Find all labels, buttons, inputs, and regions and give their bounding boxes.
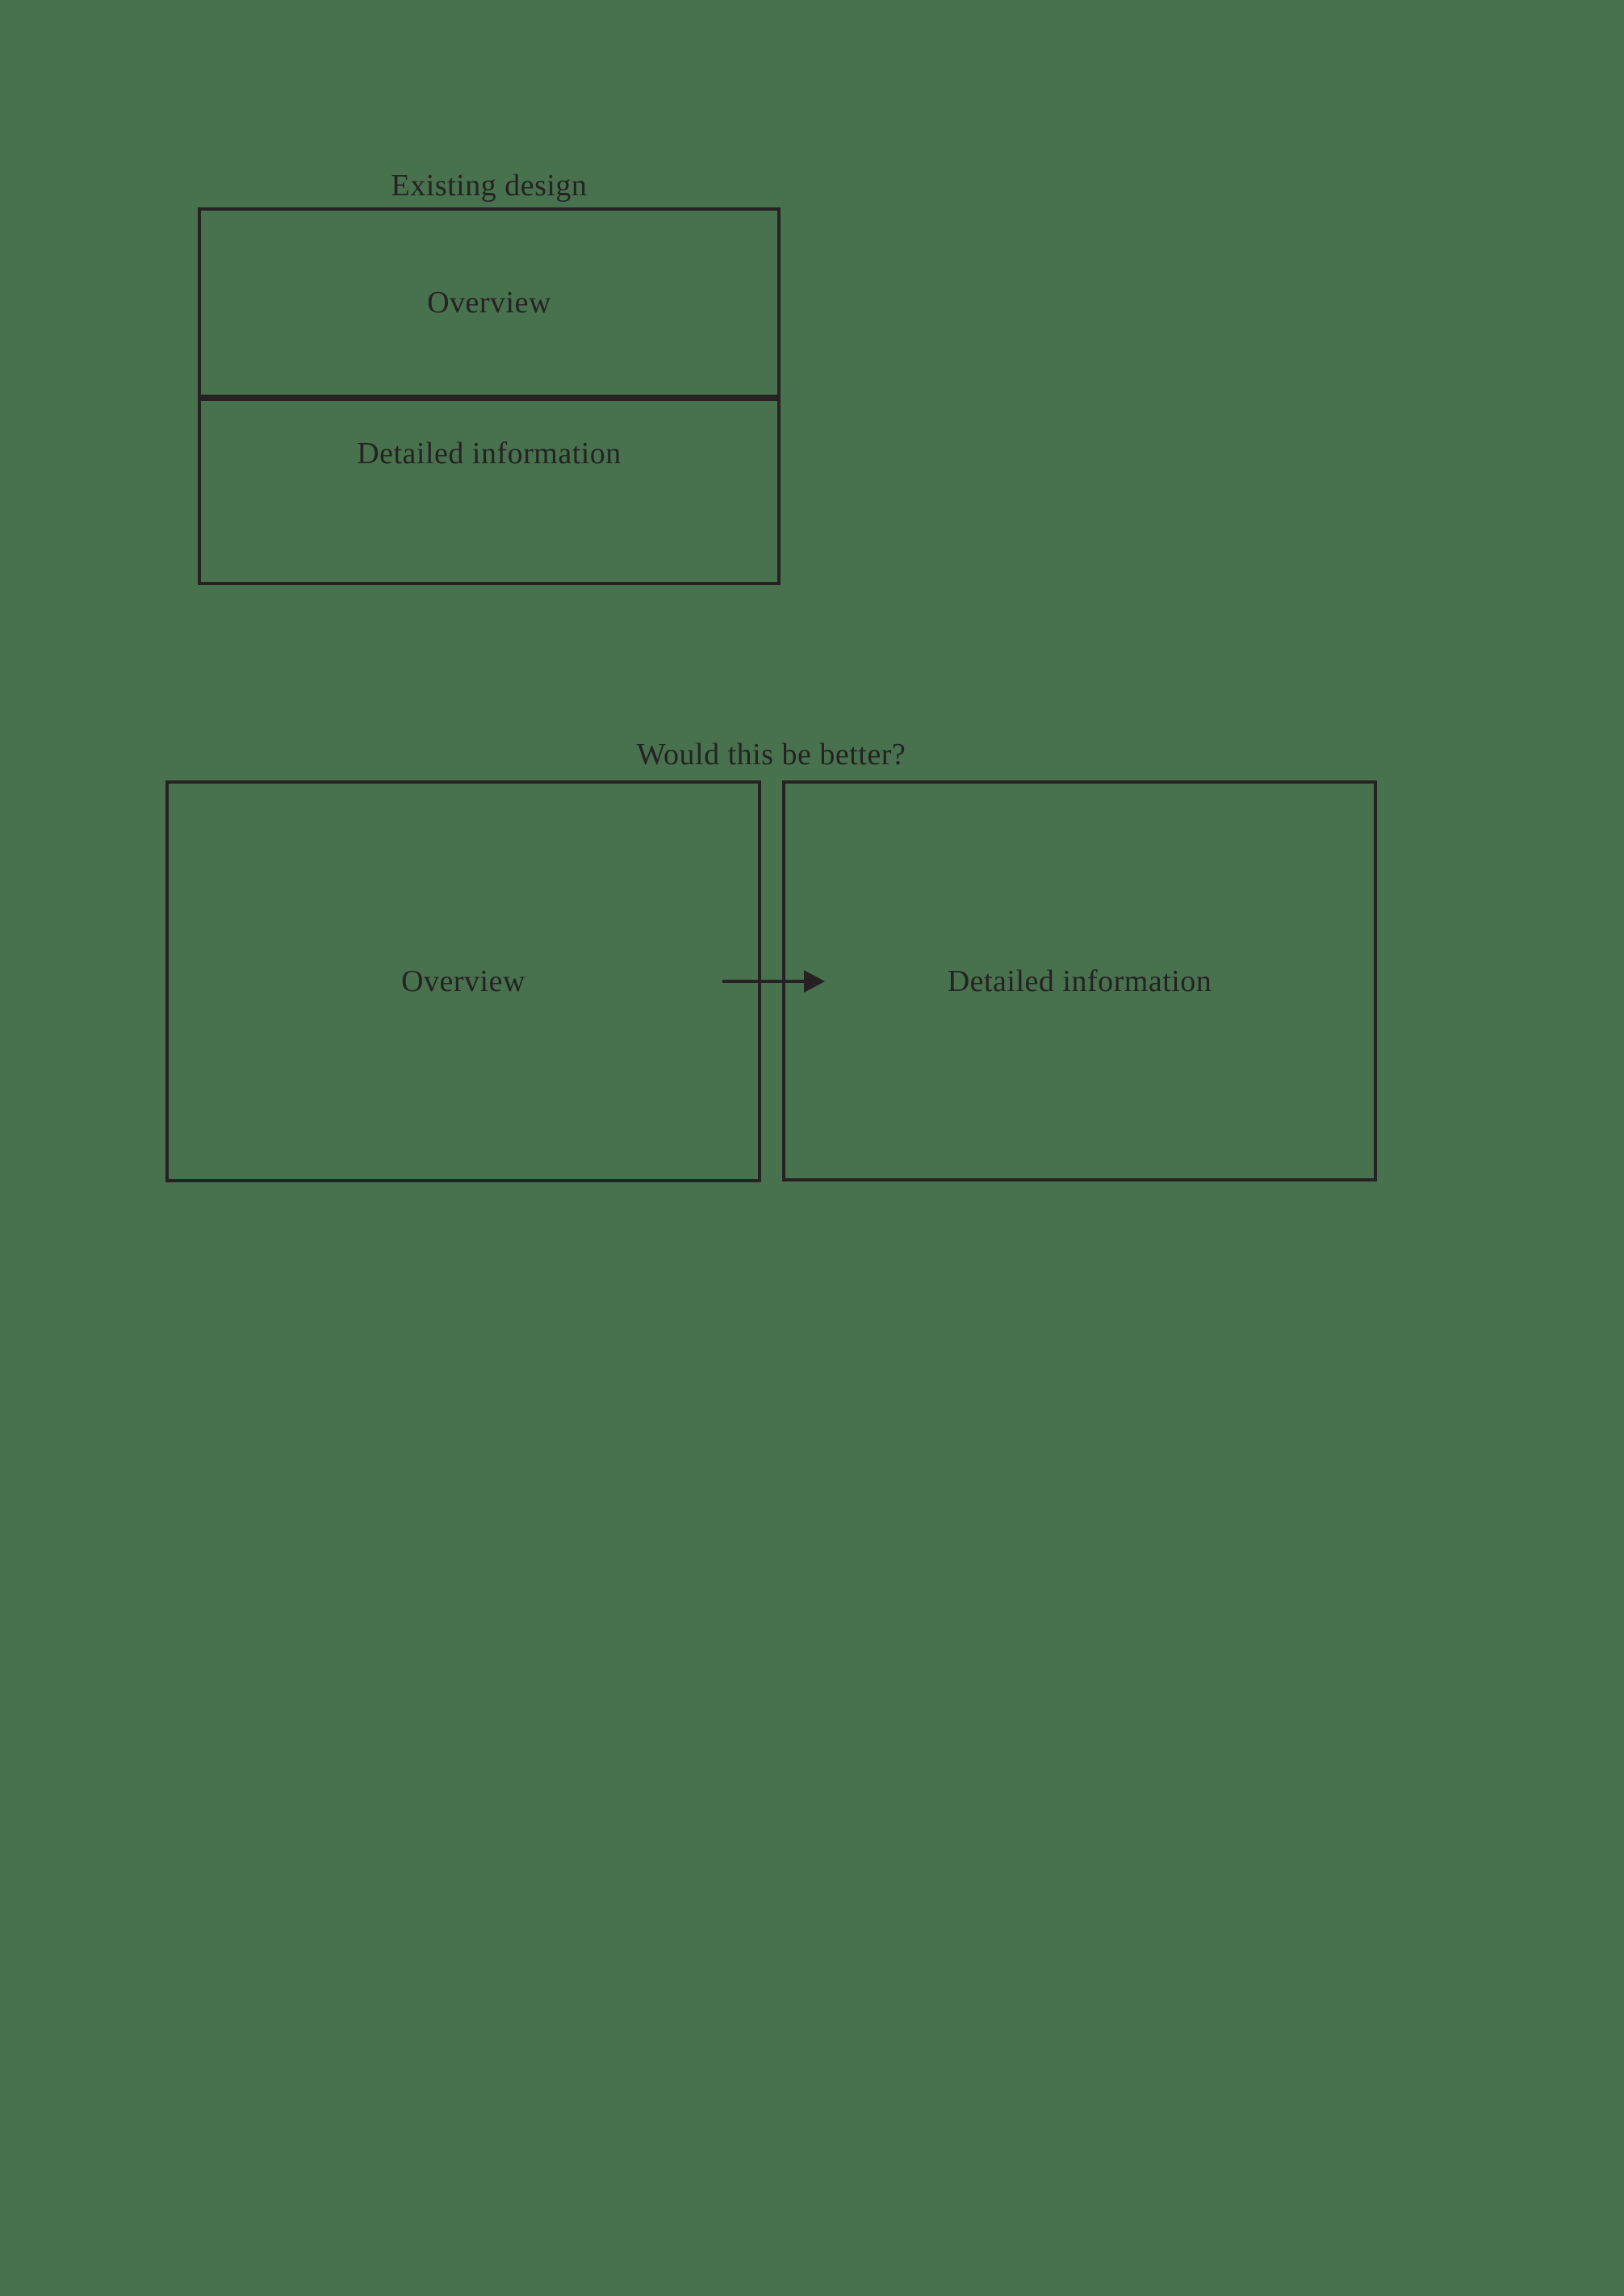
existing-design-box: Overview Detailed information (198, 207, 781, 585)
right-arrow-icon (722, 970, 825, 993)
proposal-detail-box: Detailed information (782, 780, 1377, 1181)
proposal-overview-box: Overview (165, 780, 761, 1182)
arrow-head (804, 970, 825, 993)
panel-divider (201, 395, 777, 401)
existing-detail-label: Detailed information (357, 437, 622, 470)
existing-detail-panel: Detailed information (201, 401, 777, 582)
proposal-detail-label: Detailed information (947, 964, 1212, 998)
existing-overview-panel: Overview (201, 211, 777, 395)
arrow-shaft (722, 980, 806, 983)
existing-overview-label: Overview (427, 286, 551, 320)
proposal-overview-label: Overview (401, 964, 525, 998)
proposal-title: Would this be better? (636, 738, 906, 772)
existing-design-title: Existing design (391, 169, 588, 203)
